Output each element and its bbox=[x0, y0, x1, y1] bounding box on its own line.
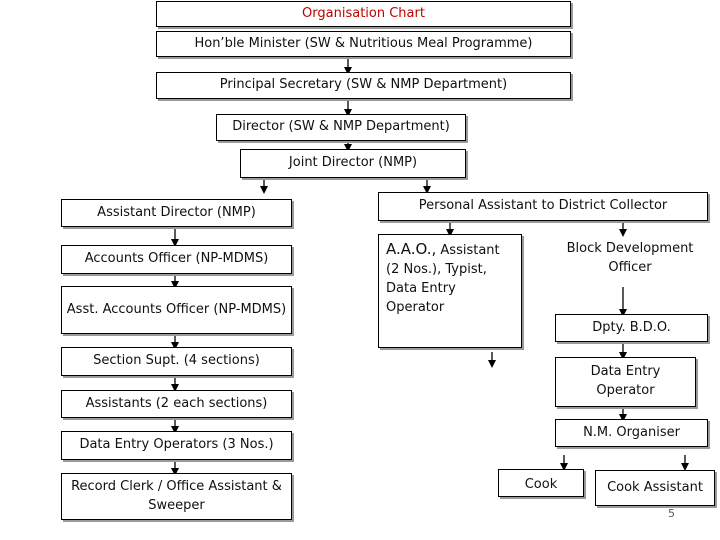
node-joint-director: Joint Director (NMP) bbox=[240, 149, 466, 178]
node-aao-group: A.A.O., Assistant (2 Nos.), Typist, Data… bbox=[378, 234, 522, 348]
chart-title: Organisation Chart bbox=[156, 1, 571, 27]
aao-heading: A.A.O., bbox=[386, 240, 437, 258]
node-assistant-director: Assistant Director (NMP) bbox=[61, 199, 292, 227]
node-principal-secretary: Principal Secretary (SW & NMP Department… bbox=[156, 72, 571, 99]
node-data-entry-operators: Data Entry Operators (3 Nos.) bbox=[61, 431, 292, 460]
node-record-clerk: Record Clerk / Office Assistant & Sweepe… bbox=[61, 473, 292, 520]
node-personal-assistant: Personal Assistant to District Collector bbox=[378, 192, 708, 221]
node-minister: Hon’ble Minister (SW & Nutritious Meal P… bbox=[156, 31, 571, 57]
node-assistants: Assistants (2 each sections) bbox=[61, 390, 292, 418]
node-director: Director (SW & NMP Department) bbox=[216, 114, 466, 141]
node-data-entry-operator: Data Entry Operator bbox=[555, 357, 696, 407]
page-number: 5 bbox=[668, 507, 675, 520]
aao-staff: Assistant (2 Nos.), Typist, Data Entry O… bbox=[386, 243, 500, 315]
node-bdo: Block Development Officer bbox=[566, 241, 694, 275]
node-cook-assistant: Cook Assistant bbox=[595, 470, 715, 506]
node-nm-organiser: N.M. Organiser bbox=[555, 419, 708, 447]
node-accounts-officer: Accounts Officer (NP-MDMS) bbox=[61, 245, 292, 274]
node-dpty-bdo: Dpty. B.D.O. bbox=[555, 314, 708, 342]
node-section-supt: Section Supt. (4 sections) bbox=[61, 347, 292, 376]
node-asst-accounts-officer: Asst. Accounts Officer (NP-MDMS) bbox=[61, 286, 292, 334]
node-cook: Cook bbox=[498, 469, 584, 497]
